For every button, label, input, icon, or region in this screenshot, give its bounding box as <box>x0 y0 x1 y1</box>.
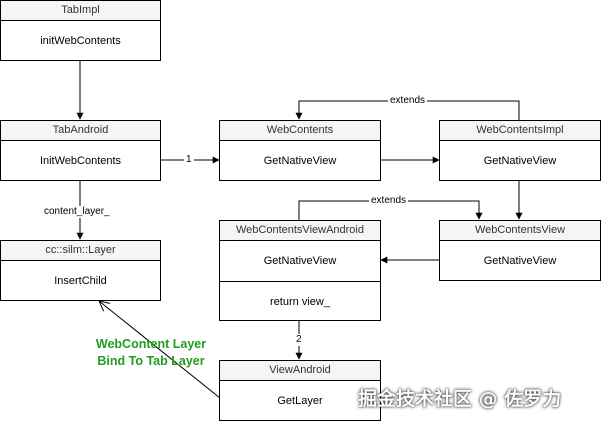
layer-binding-note: WebContent Layer Bind To Tab Layer <box>80 336 222 370</box>
class-title: WebContentsView <box>440 221 600 241</box>
edge-label-call-1: 1 <box>184 154 194 166</box>
class-title: WebContentsImpl <box>440 121 600 141</box>
class-box-tabimpl: TabImpl initWebContents <box>0 0 161 61</box>
note-line-2: Bind To Tab Layer <box>97 354 205 368</box>
method-row: initWebContents <box>40 35 121 47</box>
class-box-tabandroid: TabAndroid InitWebContents <box>0 120 161 181</box>
edge-label-extends-mid: extends <box>369 195 409 207</box>
class-box-webcontentsview: WebContentsView GetNativeView <box>439 220 601 281</box>
note-line-1: WebContent Layer <box>95 337 207 351</box>
method-row: InitWebContents <box>39 155 122 167</box>
class-box-webcontentsviewandroid: WebContentsViewAndroid GetNativeView ret… <box>219 220 381 321</box>
edge-label-call-2: 2 <box>294 334 304 346</box>
class-title: ViewAndroid <box>220 361 380 381</box>
method-row: return view_ <box>220 281 380 321</box>
class-title: WebContents <box>220 121 380 141</box>
class-title: cc::silm::Layer <box>1 241 160 261</box>
edge-viewandroid-to-layer <box>99 301 221 399</box>
class-box-webcontents: WebContents GetNativeView <box>219 120 381 181</box>
watermark: 掘金技术社区 @ 佐罗力 <box>358 388 562 410</box>
edge-label-content-layer: content_layer_ <box>42 206 112 218</box>
method-row: GetNativeView <box>263 255 337 267</box>
method-row: GetNativeView <box>263 155 337 167</box>
method-row: InsertChild <box>54 275 107 287</box>
class-box-layer: cc::silm::Layer InsertChild <box>0 240 161 301</box>
method-row: GetLayer <box>277 395 323 407</box>
method-row: GetNativeView <box>483 255 557 267</box>
edge-label-extends-top: extends <box>388 95 428 107</box>
class-box-webcontentsimpl: WebContentsImpl GetNativeView <box>439 120 601 181</box>
class-title: TabAndroid <box>1 121 160 141</box>
class-box-viewandroid: ViewAndroid GetLayer <box>219 360 381 421</box>
class-title: WebContentsViewAndroid <box>220 221 380 241</box>
class-title: TabImpl <box>1 1 160 21</box>
method-row: GetNativeView <box>483 155 557 167</box>
